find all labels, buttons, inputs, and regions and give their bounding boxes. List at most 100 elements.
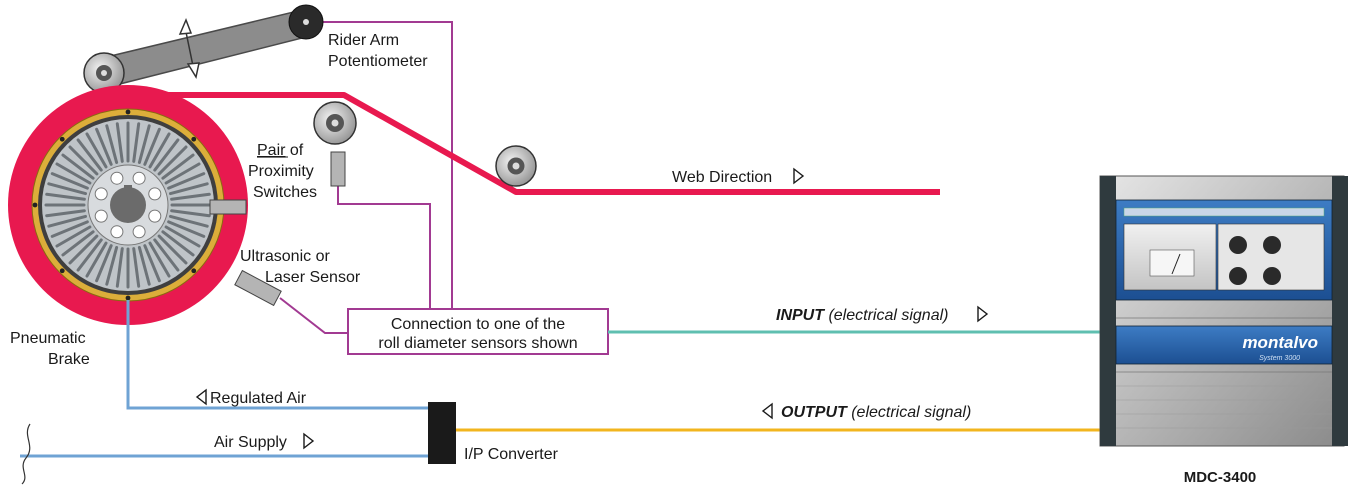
brake-rib — [76, 138, 103, 172]
brand-system: System 3000 — [1259, 355, 1300, 362]
rider-arm-wire — [308, 21, 453, 308]
brake-rib — [85, 241, 108, 278]
brake-rib — [95, 127, 113, 166]
regulated-air-arrow-icon — [195, 388, 207, 406]
controller-model-label: MDC-3400 — [1184, 469, 1257, 486]
brake-rib — [105, 246, 119, 286]
brake-rib — [161, 153, 195, 180]
arm-motion-arrow-icon — [178, 18, 200, 79]
input-label: INPUT (electrical signal) — [776, 307, 948, 324]
brake-bolt — [59, 268, 65, 274]
brake-rib — [105, 124, 119, 164]
brake-rib — [50, 172, 89, 190]
brake-rib — [170, 209, 211, 218]
proximity-label-2: Proximity — [248, 163, 314, 180]
web-material — [128, 92, 940, 195]
brake-rib — [50, 220, 89, 238]
proximity-switch-on-brake — [209, 199, 247, 215]
brake-rib — [47, 214, 87, 228]
ip-converter — [428, 402, 456, 464]
idler-roller-1 — [313, 101, 357, 145]
brake-rib — [157, 145, 188, 176]
brake-rib — [157, 234, 188, 265]
hub-hole — [94, 209, 108, 223]
brake-rib — [132, 122, 141, 163]
output-label: OUTPUT (electrical signal) — [781, 404, 971, 421]
brake-rib — [153, 138, 180, 172]
brake-rib — [95, 244, 113, 283]
rider-arm-label-1: Rider Arm — [328, 32, 399, 49]
hub-hole — [148, 187, 162, 201]
brake-rib — [55, 162, 92, 185]
ultrasonic-label-1: Ultrasonic or — [240, 248, 330, 265]
hub-hole — [132, 171, 146, 185]
regulated-air-line — [126, 300, 428, 410]
brake-bolt — [59, 136, 65, 142]
brake-rib — [137, 246, 151, 286]
brake-rib — [167, 172, 206, 190]
controller-unit — [1099, 175, 1348, 447]
brake-rib — [61, 230, 95, 257]
connection-label-1: Connection to one of the — [391, 316, 565, 333]
output-arrow-icon — [761, 402, 773, 420]
brake-rib — [45, 192, 86, 201]
pneumatic-brake-roll — [8, 85, 248, 325]
rider-arm-label-2: Potentiometer — [328, 53, 428, 70]
air-supply-label: Air Supply — [214, 434, 287, 451]
brake-rib — [137, 124, 151, 164]
proximity-switch-on-arm — [330, 151, 346, 187]
pneumatic-label-2: Brake — [48, 351, 90, 368]
proximity-label-1: Pair of — [257, 142, 304, 159]
air-supply-break-icon — [21, 423, 31, 485]
proximity-wire — [337, 186, 431, 308]
idler-roller-2 — [495, 145, 537, 187]
brake-rib — [45, 209, 86, 218]
input-arrow-icon — [977, 305, 989, 323]
regulated-air-label: Regulated Air — [210, 390, 307, 407]
proximity-label-3: Switches — [253, 184, 317, 201]
ultrasonic-sensor — [234, 269, 282, 307]
brake-rib — [164, 162, 201, 185]
brake-bolt — [125, 109, 131, 115]
brake-rib — [167, 220, 206, 238]
brake-rib — [47, 182, 87, 196]
brake-rib — [68, 145, 99, 176]
brake-rib — [170, 192, 211, 201]
brake-rib — [132, 247, 141, 288]
brake-rib — [143, 244, 161, 283]
brake-rib — [143, 127, 161, 166]
hub-hole — [132, 225, 146, 239]
pneumatic-label-1: Pneumatic — [10, 330, 86, 347]
hub-hole — [94, 187, 108, 201]
brake-rib — [68, 234, 99, 265]
hub-hole — [110, 171, 124, 185]
brake-bolt — [191, 136, 197, 142]
brake-bolt — [191, 268, 197, 274]
hub-hole — [148, 209, 162, 223]
brake-rib — [169, 214, 209, 228]
rider-arm — [83, 4, 324, 94]
brake-rib — [153, 238, 180, 272]
web-direction-arrow-icon — [793, 167, 805, 185]
brake-rib — [148, 132, 171, 169]
brake-rib — [85, 132, 108, 169]
brake-rib — [55, 225, 92, 248]
air-supply-arrow-icon — [303, 432, 315, 450]
brake-rib — [76, 238, 103, 272]
hub-hole — [110, 225, 124, 239]
brake-rib — [164, 225, 201, 248]
connection-label-2: roll diameter sensors shown — [378, 335, 577, 352]
ultrasonic-label-2: Laser Sensor — [265, 269, 361, 286]
brake-rib — [169, 182, 209, 196]
brake-rib — [115, 122, 124, 163]
brake-rib — [161, 230, 195, 257]
web-direction-label: Web Direction — [672, 169, 772, 186]
brake-rib — [61, 153, 95, 180]
ip-converter-label: I/P Converter — [464, 446, 559, 463]
brand-logo: montalvo — [1242, 333, 1318, 352]
brake-rib — [115, 247, 124, 288]
signal-wires — [279, 21, 453, 334]
brake-rib — [148, 241, 171, 278]
brake-bolt — [32, 202, 38, 208]
